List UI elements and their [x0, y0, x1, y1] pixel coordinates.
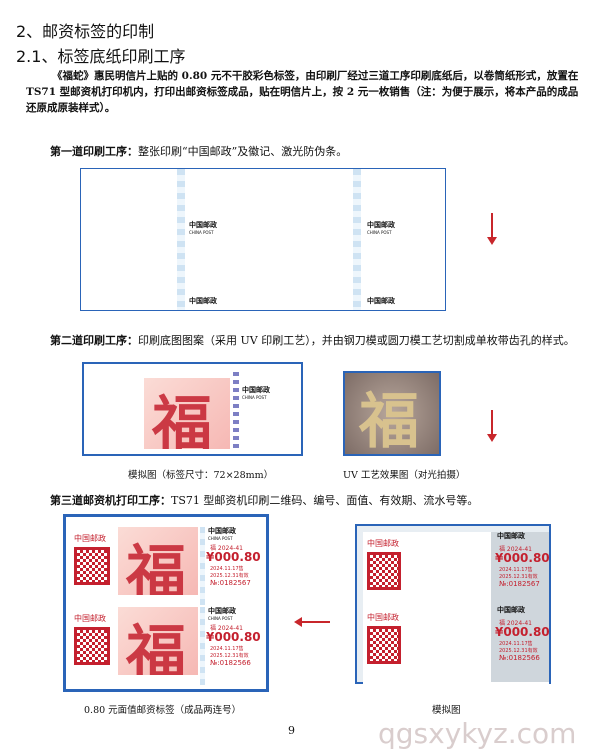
laser-strip — [353, 169, 361, 310]
down-arrow-icon — [487, 410, 497, 442]
china-post-logo: 中国邮政 — [497, 532, 525, 540]
step-label: 第二道印刷工序： — [50, 334, 138, 347]
qr-code — [74, 547, 110, 585]
step-label: 第一道印刷工序： — [50, 145, 138, 158]
qr-code — [367, 626, 401, 664]
watermark: qgsxykyz.com — [378, 717, 577, 750]
caption: UV 工艺效果图（对光拍摄） — [343, 470, 466, 481]
section-heading: 2、邮资标签的印制 — [16, 22, 155, 41]
step-desc: TS71 型邮资机印刷二维码、编号、面值、有效期、流水号等。 — [171, 494, 479, 507]
laser-strip — [233, 372, 239, 448]
step2-text: 第二道印刷工序：印刷底图图案（采用 UV 印刷工艺），并由钢刀模或圆刀模工艺切割… — [50, 332, 590, 348]
step-desc: 整张印刷“中国邮政”及徽记、激光防伪条。 — [138, 145, 348, 158]
left-arrow-icon — [294, 617, 330, 627]
fu-snake-artwork: 福 — [118, 607, 198, 675]
down-arrow-icon — [487, 213, 497, 245]
subsection-heading: 2.1、标签底纸印刷工序 — [16, 47, 186, 66]
intro-paragraph: 《福蛇》惠民明信片上贴的 0.80 元不干胶彩色标签，由印刷厂经过三道工序印刷底… — [26, 70, 579, 114]
caption: 0.80 元面值邮资标签（成品两连号） — [84, 705, 242, 716]
caption: 模拟图（标签尺寸：72×28mm） — [128, 470, 274, 481]
step-desc: 印刷底图图案（采用 UV 印刷工艺），并由钢刀模或圆刀模工艺切割成单枚带齿孔的样… — [138, 334, 575, 347]
step1-text: 第一道印刷工序：整张印刷“中国邮政”及徽记、激光防伪条。 — [50, 143, 590, 159]
step-label: 第三道邮资机打印工序： — [50, 494, 171, 507]
uv-effect-image: 福 — [343, 371, 441, 456]
china-post-logo: 中国邮政 — [189, 297, 217, 305]
caption: 模拟图 — [432, 705, 461, 716]
china-post-logo: 中国邮政 — [367, 297, 395, 305]
laser-strip — [177, 169, 185, 310]
page-number: 9 — [288, 724, 295, 737]
fu-snake-artwork: 福 — [144, 378, 230, 449]
fu-snake-artwork: 福 — [118, 527, 198, 595]
qr-code — [367, 552, 401, 590]
step3-text: 第三道邮资机打印工序：TS71 型邮资机印刷二维码、编号、面值、有效期、流水号等… — [50, 492, 590, 508]
china-post-logo: 中国邮政 — [497, 606, 525, 614]
qr-code — [74, 627, 110, 665]
